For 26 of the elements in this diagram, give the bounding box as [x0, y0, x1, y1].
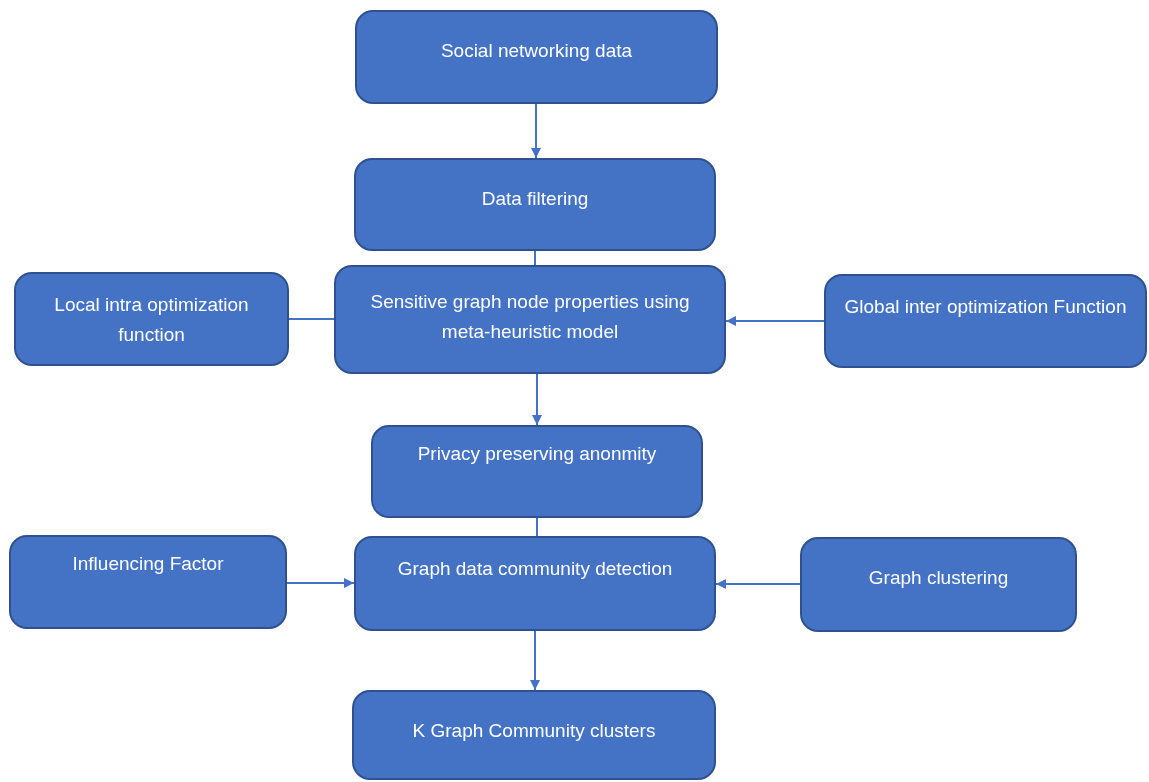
arrow — [715, 579, 801, 589]
arrow — [286, 578, 355, 588]
box-label: Privacy preserving anonmity — [417, 442, 657, 466]
process-box — [824, 274, 1147, 368]
process-box — [354, 158, 716, 251]
box-label: Influencing Factor — [72, 552, 224, 576]
process-box — [9, 535, 287, 629]
arrow — [531, 103, 541, 159]
arrow — [532, 373, 542, 426]
arrow — [725, 316, 825, 326]
process-box — [371, 425, 703, 518]
box-label: Social networking data — [440, 39, 633, 63]
box-label: Sensitive graph node properties using meta-heuristic model — [369, 290, 691, 344]
box-label: Graph clustering — [868, 566, 1009, 590]
process-box — [14, 272, 289, 366]
arrow — [530, 630, 540, 691]
box-label: Data filtering — [481, 187, 589, 211]
process-box — [334, 265, 726, 374]
box-label: Global inter optimization Function — [844, 295, 1127, 319]
box-label: K Graph Community clusters — [412, 719, 656, 743]
process-box — [354, 536, 716, 631]
box-label: Graph data community detection — [397, 557, 673, 581]
process-box — [800, 537, 1077, 632]
process-box — [355, 10, 718, 104]
box-label: Local intra optimization function — [53, 293, 250, 347]
process-box — [352, 690, 716, 780]
